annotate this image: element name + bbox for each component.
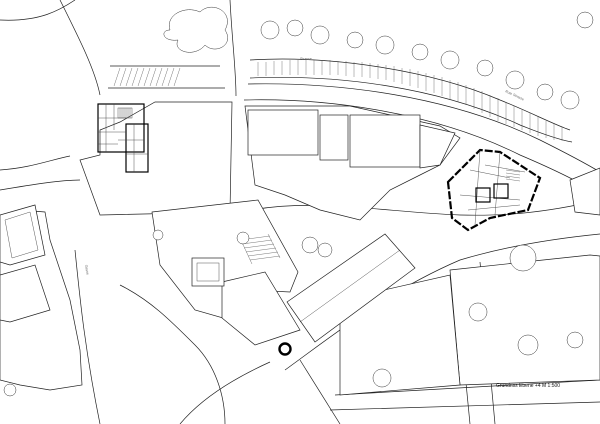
tree-13 bbox=[301, 236, 319, 254]
small-hatch-left bbox=[113, 67, 181, 87]
tree-9 bbox=[505, 70, 525, 90]
road-edge-south-2 bbox=[179, 361, 271, 424]
floorplan-upper-left bbox=[97, 103, 149, 173]
embankment-edge-top bbox=[249, 58, 571, 131]
road-edge-far-west bbox=[74, 249, 101, 424]
road-edge-diagonal-1 bbox=[229, 199, 600, 216]
tree-18 bbox=[468, 302, 488, 322]
building-west-tall bbox=[0, 204, 46, 266]
tree-12 bbox=[576, 11, 594, 29]
road-edge-far-south-2 bbox=[329, 401, 600, 411]
courtyard-pavilion bbox=[191, 257, 225, 287]
tree-2 bbox=[286, 19, 304, 37]
road-edge-west-2 bbox=[0, 179, 81, 191]
tree-8 bbox=[476, 59, 494, 77]
tree-6 bbox=[411, 43, 429, 61]
hatch-strip-left-edge bbox=[108, 65, 225, 89]
block-south-east bbox=[339, 274, 461, 396]
floorplan-a-outer bbox=[97, 103, 145, 153]
building-north-a bbox=[247, 109, 319, 156]
road-edge-west bbox=[0, 155, 71, 171]
tree-15 bbox=[152, 229, 164, 241]
tree-5 bbox=[375, 35, 395, 55]
tree-14 bbox=[317, 242, 333, 258]
embankment-hatch bbox=[257, 60, 563, 141]
tree-10 bbox=[536, 83, 554, 101]
floorplan-a-stair-steps bbox=[119, 108, 131, 118]
tree-11 bbox=[560, 90, 580, 110]
courtyard-pavilion-inner bbox=[196, 262, 220, 282]
floorplan-b-stair bbox=[505, 169, 521, 182]
tree-4 bbox=[346, 31, 364, 49]
street-label-3: Gasse bbox=[84, 264, 90, 275]
tree-1 bbox=[260, 20, 280, 40]
floorplan-b-core-2 bbox=[493, 183, 509, 199]
floorplan-a-walls bbox=[98, 104, 148, 172]
long-gabled-ridge bbox=[299, 249, 401, 323]
tree-19 bbox=[517, 334, 539, 356]
road-edge-north-2 bbox=[229, 0, 237, 97]
trees bbox=[3, 6, 594, 397]
road-edge-diagonal-2 bbox=[284, 233, 600, 371]
tree-21 bbox=[566, 331, 584, 349]
building-north-c bbox=[349, 114, 421, 168]
tree-cluster-north bbox=[163, 6, 228, 53]
floorplan-b-core-1 bbox=[475, 187, 491, 203]
road-edge-north bbox=[59, 0, 101, 96]
buildings bbox=[0, 109, 456, 346]
tree-16 bbox=[236, 231, 250, 245]
floorplan-b-outline bbox=[446, 148, 542, 232]
tree-17 bbox=[509, 244, 537, 272]
plan-caption: Grundriss Ebene +4 M 1:500 bbox=[496, 383, 561, 389]
building-courtyard-low bbox=[221, 271, 301, 346]
location-marker bbox=[278, 342, 292, 356]
building-southwest bbox=[0, 264, 51, 323]
road-edge-south bbox=[299, 359, 341, 424]
floorplan-a-wing bbox=[125, 123, 149, 173]
road-edge-avenue-bottom bbox=[247, 83, 600, 173]
floorplan-east bbox=[446, 148, 542, 232]
tree-20 bbox=[372, 368, 392, 388]
courtyard-stairs bbox=[239, 233, 281, 265]
building-north-d bbox=[419, 124, 456, 169]
block-far-east bbox=[569, 167, 600, 216]
block-upper-left-figure bbox=[79, 101, 233, 216]
floorplan-a-stair bbox=[117, 107, 133, 119]
tree-7 bbox=[440, 50, 460, 70]
building-north-b bbox=[319, 114, 349, 161]
block-east-square bbox=[449, 254, 600, 386]
road-edge-southwest bbox=[119, 284, 226, 424]
tree-22 bbox=[3, 383, 17, 397]
long-gabled-building bbox=[286, 233, 416, 343]
road-edge-northwest bbox=[0, 0, 76, 21]
embankment-edge-bottom bbox=[249, 76, 573, 143]
street-label-1: Strasse bbox=[300, 57, 312, 61]
building-west-tall-inner bbox=[4, 211, 39, 259]
street-label-2: Rote Strasse bbox=[505, 89, 525, 101]
road-edge-far-south bbox=[334, 379, 600, 396]
tree-3 bbox=[310, 25, 330, 45]
embankment bbox=[108, 58, 573, 143]
